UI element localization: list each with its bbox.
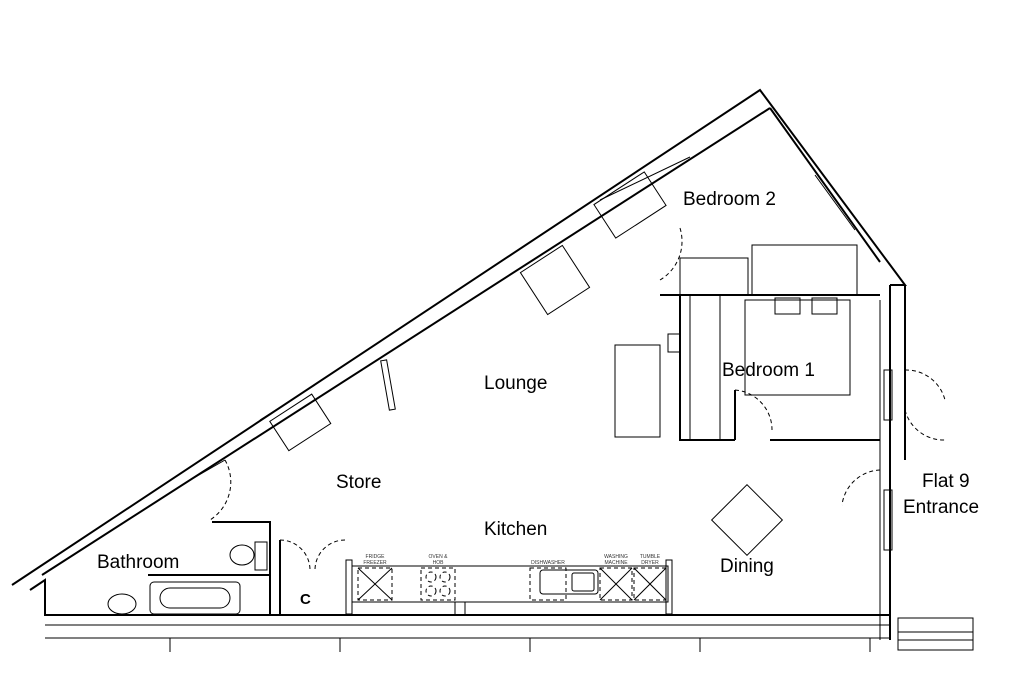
- room-label-dining: Dining: [720, 556, 774, 577]
- room-label-lounge: Lounge: [484, 373, 547, 394]
- appliance-label: OVEN &: [429, 554, 449, 560]
- appliance-label: WASHING: [604, 554, 628, 560]
- appliance-label: HOB: [433, 560, 445, 566]
- room-label-store: Store: [336, 472, 381, 493]
- entrance-label-line2: Entrance: [903, 497, 979, 518]
- appliance-label: DISHWASHER: [531, 560, 565, 566]
- furniture: [269, 171, 858, 557]
- room-labels: Bedroom 2 Bedroom 1 Lounge Store Kitchen…: [97, 189, 979, 608]
- appliance-label: MACHINE: [604, 560, 628, 566]
- windows: [184, 156, 893, 551]
- appliance-label: TUMBLE: [640, 554, 661, 560]
- room-label-kitchen: Kitchen: [484, 519, 547, 540]
- appliance-label: FREEZER: [363, 560, 387, 566]
- kitchen-counter: FRIDGE FREEZER OVEN & HOB DISHWASHER WAS…: [345, 554, 673, 616]
- room-label-bathroom: Bathroom: [97, 552, 179, 573]
- appliance-label: DRYER: [641, 560, 659, 566]
- room-label-bedroom-1: Bedroom 1: [722, 360, 815, 381]
- partitions: [209, 227, 946, 521]
- entrance-label-line1: Flat 9: [922, 471, 970, 492]
- balcony: [45, 617, 974, 652]
- appliance-label: FRIDGE: [366, 554, 386, 560]
- room-label-bedroom-2: Bedroom 2: [683, 189, 776, 210]
- bathroom-fixtures: [107, 521, 346, 615]
- room-label-cupboard: C: [300, 591, 311, 608]
